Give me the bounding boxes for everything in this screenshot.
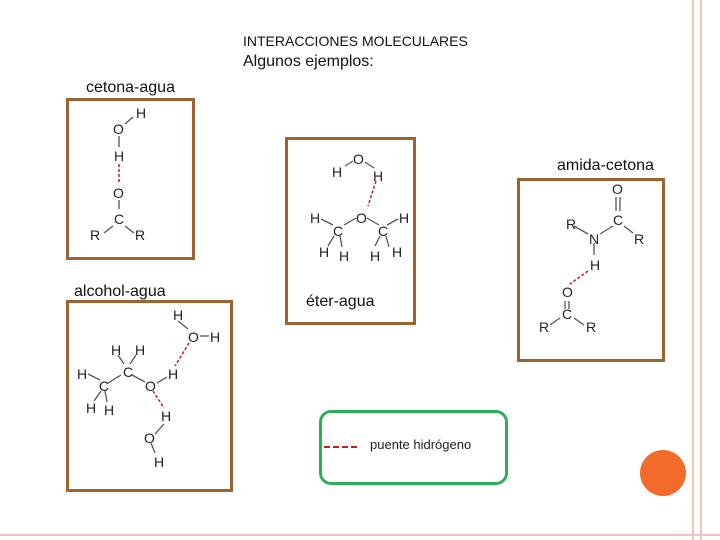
atom-label: H [590,257,600,273]
slide-border-line-bottom [0,534,720,536]
atom-label: R [566,216,576,232]
atom-label: H [161,408,171,424]
atom-label: H [168,366,178,382]
diagram-amida-cetona: O R C N R H O C R R [539,181,644,335]
atom-label: C [613,212,623,228]
atom-label: O [145,378,156,394]
panel-alcohol-agua: H O H H H H C C O H H H H O H [66,300,233,492]
atom-label: H [339,248,349,264]
slide-border-line-2 [700,0,702,540]
atom-label: H [399,210,409,226]
atom-label: C [333,223,343,239]
diagram-cetona-agua: H O H O C R R [90,105,146,243]
atom-label: H [154,454,164,470]
atom-label: C [99,378,109,394]
panel-eter-agua: H O H H C O C H H H H H [285,137,416,325]
atom-label: O [562,284,573,300]
atom-label: R [586,319,596,335]
legend-label: puente hidrógeno [370,437,472,452]
atom-label: H [104,402,114,418]
atom-label: O [113,185,124,201]
atom-label: H [114,148,124,164]
label-eter-agua: éter-agua [306,293,375,310]
atom-label: R [634,231,644,247]
hydrogen-bond-swatch-icon [324,446,360,448]
atom-label: H [135,342,145,358]
atom-label: H [77,366,87,382]
atom-label: R [135,227,145,243]
atom-label: R [539,319,549,335]
panel-cetona-agua: H O H O C R R [66,98,195,260]
atom-label: H [392,244,402,260]
atom-label: H [136,105,146,121]
atom-label: N [589,231,599,247]
atom-label: H [370,248,380,264]
atom-label: O [144,430,155,446]
legend-box: puente hidrógeno [319,410,508,485]
label-amida-cetona: amida-cetona [557,157,654,174]
atom-label: O [612,181,623,197]
page-title: INTERACCIONES MOLECULARES [243,33,468,49]
atom-label: C [562,306,572,322]
label-cetona-agua: cetona-agua [86,79,175,96]
atom-label: H [332,164,342,180]
page-subtitle: Algunos ejemplos: [243,53,374,70]
decorative-circle-icon [640,450,686,496]
panel-amida-cetona: O R C N R H O C R R [517,178,665,362]
atom-label: O [356,210,367,226]
atom-label: O [353,151,364,167]
atom-label: C [123,364,133,380]
atom-label: H [111,342,121,358]
slide-border-line-1 [692,0,694,540]
atom-label: H [310,210,320,226]
atom-label: O [113,121,124,137]
atom-label: H [86,400,96,416]
atom-label: H [319,244,329,260]
atom-label: H [210,329,220,345]
atom-label: H [173,307,183,323]
atom-label: O [188,329,199,345]
atom-label: H [373,168,383,184]
atom-label: C [378,223,388,239]
atom-label: R [90,227,100,243]
diagram-alcohol-agua: H O H H H H C C O H H H H O H [77,307,220,470]
label-alcohol-agua: alcohol-agua [74,283,166,300]
atom-label: C [114,211,124,227]
diagram-eter-agua: H O H H C O C H H H H H [310,151,409,264]
